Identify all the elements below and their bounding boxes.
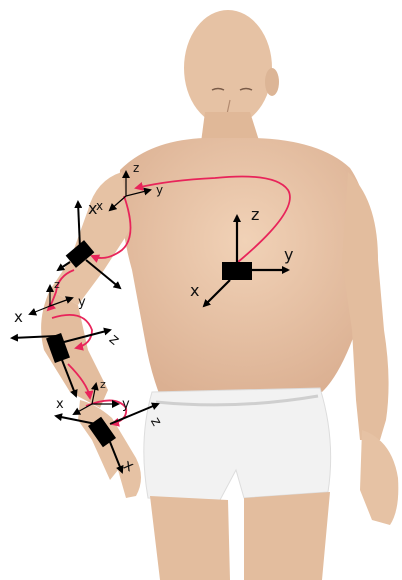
human-figure: [41, 10, 398, 580]
elbow-x-label: x: [14, 308, 23, 326]
left-arm: [342, 172, 389, 440]
left-hand: [360, 430, 398, 525]
upper-arm-x-label: x: [88, 199, 97, 218]
elbow-y-label: y: [78, 295, 86, 310]
chest-z-label: z: [251, 205, 259, 224]
shoulder-y-label: y: [156, 183, 163, 197]
right-upper-arm: [50, 172, 130, 305]
forearm-z-label: z: [106, 330, 124, 349]
wrist-y-label: y: [122, 397, 130, 412]
wrist-z-label: z: [100, 378, 106, 391]
chest-y-label: y: [284, 245, 293, 264]
ear: [265, 68, 279, 96]
wrist-x-label: x: [56, 397, 64, 412]
chest-block: [222, 262, 252, 280]
chest-x-label: x: [190, 281, 199, 300]
legs: [150, 492, 330, 580]
elbow-z-label: z: [54, 278, 60, 291]
shoulder-z-label: z: [133, 161, 139, 175]
